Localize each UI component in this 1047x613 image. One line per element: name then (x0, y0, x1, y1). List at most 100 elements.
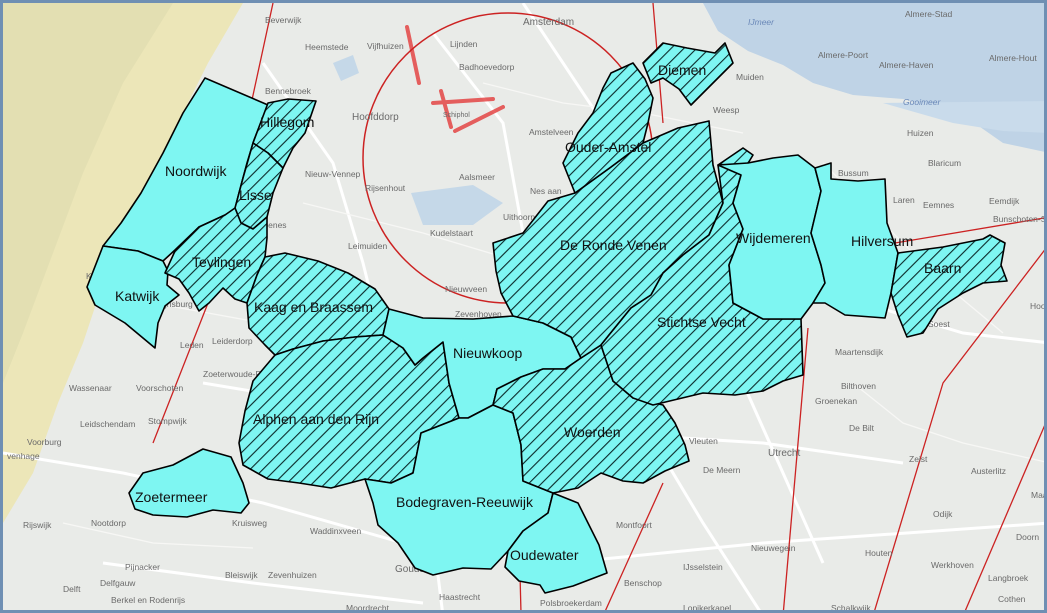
municipality-label-zoetermeer: Zoetermeer (135, 489, 208, 505)
place-label-zoeterwoude: Zoeterwoude-Rijndijk (203, 369, 284, 379)
place-label-zeist: Zeist (909, 454, 928, 464)
place-label-lopikerkapel: Lopikerkapel (683, 603, 731, 613)
place-label-blaricum: Blaricum (928, 158, 961, 168)
place-label-leden: Leden (180, 340, 204, 350)
place-label-almere-hout: Almere-Hout (989, 53, 1037, 63)
place-label-leiderdorp: Leiderdorp (212, 336, 253, 346)
municipality-label-stichtse-vecht: Stichtse Vecht (657, 314, 746, 330)
place-label-gouda: Gouda (395, 564, 425, 575)
municipality-layer (86, 42, 1008, 594)
place-label-voorschoten: Voorschoten (136, 383, 184, 393)
municipality-hilversum[interactable] (810, 162, 899, 319)
municipality-label-oudewater: Oudewater (510, 547, 579, 563)
municipality-label-nieuwkoop: Nieuwkoop (453, 345, 522, 361)
place-label-bennebroek: Bennebroek (265, 86, 312, 96)
place-label-waddinxveen: Waddinxveen (310, 526, 361, 536)
municipality-teylingen[interactable] (164, 207, 268, 312)
schiphol-runways (405, 25, 505, 133)
place-label-almere-haven: Almere-Haven (879, 60, 934, 70)
place-label-aalsmeer: Aalsmeer (459, 172, 495, 182)
place-label-abbenes: Abbenes (253, 220, 287, 230)
place-label-muiden: Muiden (736, 72, 764, 82)
place-label-langbroek: Langbroek (988, 573, 1029, 583)
water-ijmeer (703, 3, 1044, 152)
place-label-stompwijk: Stompwijk (148, 416, 187, 426)
municipality-ouder-amstel[interactable] (562, 62, 654, 194)
map-canvas[interactable]: Beverwijk Amsterdam Almere-Stad IJmeer H… (3, 3, 1047, 613)
place-label-de-bilt: De Bilt (849, 423, 875, 433)
place-label-gooimeer: Gooimeer (903, 97, 941, 107)
municipality-label-hillegom: Hillegom (260, 114, 314, 130)
place-label-nes-aan-de-amstel: Nes aan (530, 186, 562, 196)
municipality-label-ouder-amstel: Ouder-Amstel (565, 139, 651, 155)
place-label-berkel: Berkel en Rodenrijs (111, 595, 185, 605)
place-label-haastrecht: Haastrecht (439, 592, 481, 602)
place-label-badhoevedorp: Badhoevedorp (459, 62, 515, 72)
place-label-ijsselstein: IJsselstein (683, 562, 723, 572)
place-label-bilthoven: Bilthoven (841, 381, 876, 391)
place-label-vijfhuizen: Vijfhuizen (367, 41, 404, 51)
place-label-pijnacker: Pijnacker (125, 562, 160, 572)
municipality-label-baarn: Baarn (924, 260, 961, 276)
municipality-woerden[interactable] (492, 344, 690, 494)
place-label-werkhoven: Werkhoven (931, 560, 974, 570)
place-label-heemstede: Heemstede (305, 42, 349, 52)
place-label-zevenhoven: Zevenhoven (455, 309, 502, 319)
dunes-inner (3, 3, 173, 383)
place-label-ijmeer: IJmeer (748, 17, 775, 27)
municipality-zoetermeer[interactable] (128, 448, 250, 518)
place-label-houten: Houten (865, 548, 893, 558)
municipality-baarn[interactable] (890, 234, 1008, 338)
place-label-wassenaar: Wassenaar (69, 383, 112, 393)
place-label-austerlitz: Austerlitz (971, 466, 1006, 476)
place-label-de-meern: De Meern (703, 465, 741, 475)
municipality-label-woerden: Woerden (564, 424, 621, 440)
municipality-label-katwijk: Katwijk (115, 288, 160, 304)
place-label-delft: Delft (63, 584, 81, 594)
water-layer (333, 3, 1044, 321)
place-label-zevenhuizen: Zevenhuizen (268, 570, 317, 580)
place-label-venhage: venhage (7, 451, 40, 461)
place-label-maartensdijk: Maartensdijk (835, 347, 884, 357)
place-label-nootdorp: Nootdorp (91, 518, 126, 528)
place-label-rijsenhout: Rijsenhout (365, 183, 406, 193)
municipality-katwijk[interactable] (86, 245, 180, 349)
place-label-vleuten: Vleuten (689, 436, 718, 446)
municipality-label-diemen: Diemen (658, 62, 706, 78)
municipality-labels: Noordwijk Katwijk Hillegom Lisse Teyling… (115, 62, 961, 563)
municipality-stichtse-vecht[interactable] (600, 147, 804, 406)
municipality-label-noordwijk: Noordwijk (165, 163, 227, 179)
municipality-diemen[interactable] (642, 42, 734, 106)
municipality-label-kaag-en-braassem: Kaag en Braassem (254, 299, 373, 315)
place-label-beverwijk: Beverwijk (265, 15, 302, 25)
place-label-bunschoten: Bunschoten-S (993, 214, 1047, 224)
municipality-label-teylingen: Teylingen (192, 254, 251, 270)
place-label-uithoorn: Uithoorn (503, 212, 535, 222)
place-label-nieuwveen: Nieuwveen (445, 284, 487, 294)
water-gooimeer (883, 101, 1044, 133)
place-label-almere-poort: Almere-Poort (818, 50, 869, 60)
place-label-amsterdam: Amsterdam (523, 17, 574, 28)
place-label-bussum: Bussum (838, 168, 869, 178)
municipality-oudewater[interactable] (504, 492, 608, 594)
place-labels: Beverwijk Amsterdam Almere-Stad IJmeer H… (7, 9, 1047, 613)
municipality-label-wijdemeren: Wijdemeren (736, 230, 811, 246)
place-label-nieuw-vennep: Nieuw-Vennep (305, 169, 361, 179)
place-label-huizen: Huizen (907, 128, 934, 138)
place-label-nieuwegein: Nieuwegein (751, 543, 796, 553)
water-westeinder (411, 185, 503, 225)
municipality-label-de-ronde-venen: De Ronde Venen (560, 237, 667, 253)
place-label-kudelstaart: Kudelstaart (430, 228, 474, 238)
place-label-groenekan: Groenekan (815, 396, 857, 406)
place-label-benschop: Benschop (624, 578, 662, 588)
municipality-label-alphen-aan-den-rijn: Alphen aan den Rijn (253, 411, 379, 427)
place-label-voorburg: Voorburg (27, 437, 62, 447)
place-label-cothen: Cothen (998, 594, 1026, 604)
place-label-delfgauw: Delfgauw (100, 578, 136, 588)
place-label-montfoort: Montfoort (616, 520, 653, 530)
place-label-doorn: Doorn (1016, 532, 1039, 542)
place-label-leidschendam: Leidschendam (80, 419, 135, 429)
place-label-utrecht: Utrecht (768, 448, 800, 459)
place-label-lijnden: Lijnden (450, 39, 478, 49)
